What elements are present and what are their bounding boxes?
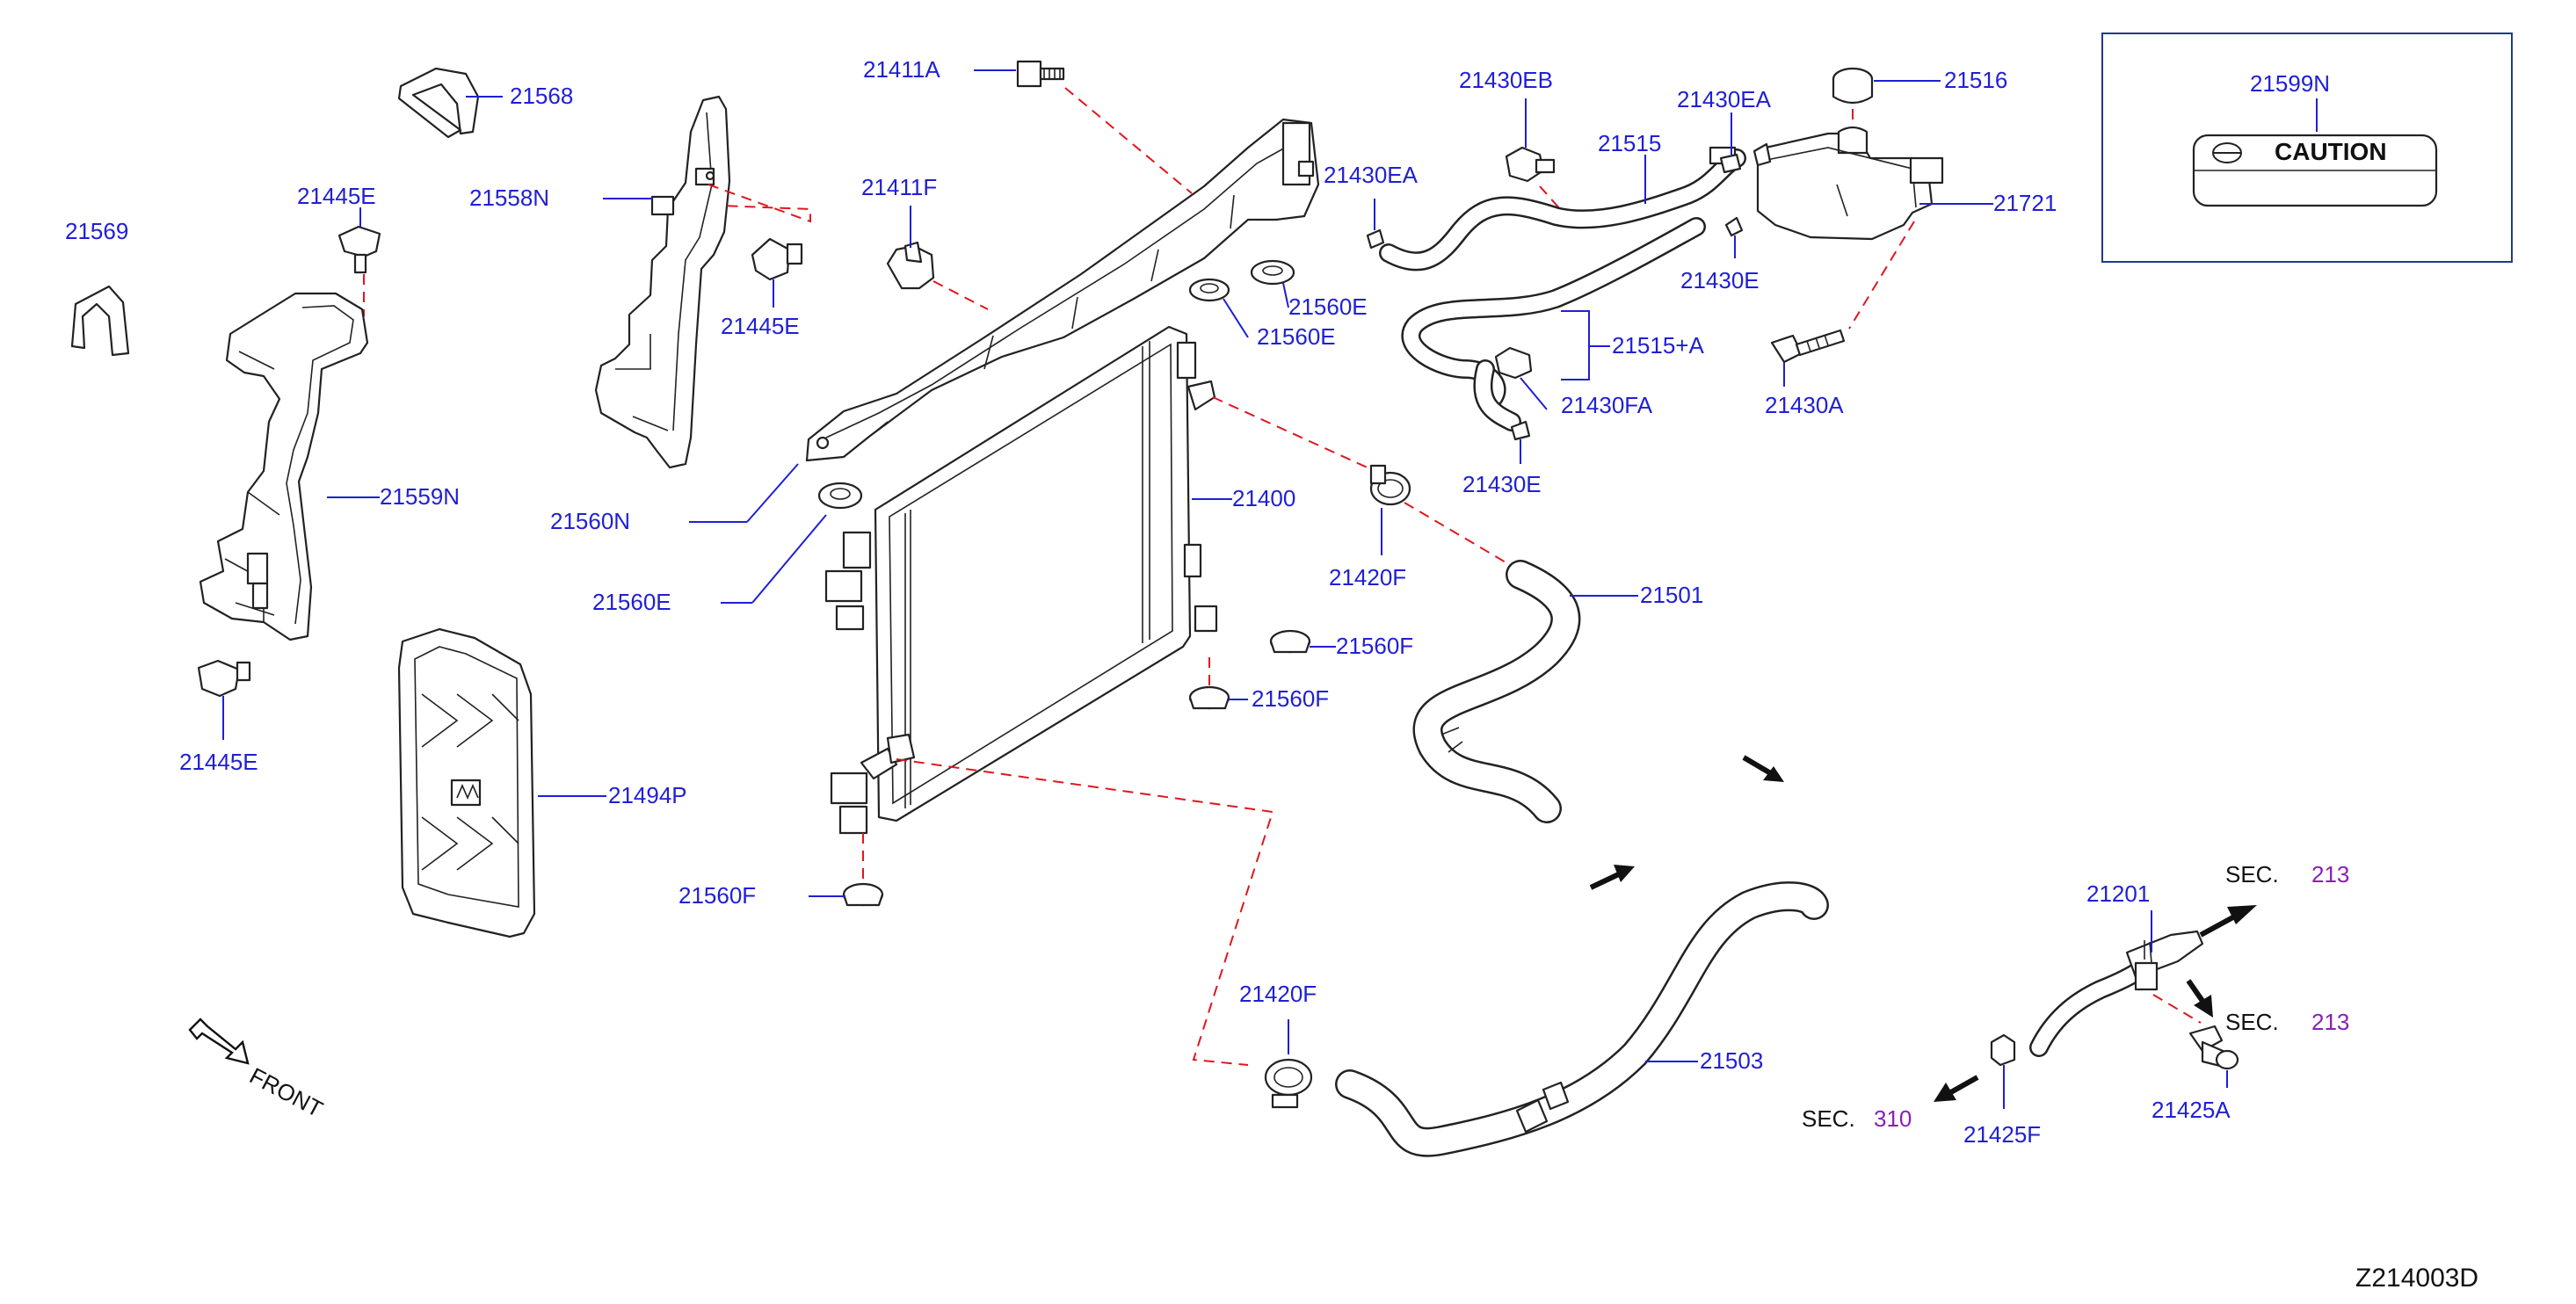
front-arrow-icon	[188, 1018, 250, 1065]
part-21569-seal	[70, 285, 130, 357]
front-label: FRONT	[245, 1062, 327, 1123]
part-21558N-bracket	[594, 95, 731, 469]
sec-label-top: SEC.	[2225, 861, 2279, 887]
sec-310: 310	[1874, 1105, 1912, 1132]
label-21560E-a: 21560E	[1288, 293, 1368, 320]
part-21559N-bracket	[199, 292, 369, 641]
label-21568: 21568	[510, 83, 573, 109]
caution-label-box: 21599N CAUTION	[2101, 33, 2513, 263]
sec-label-mid: SEC.	[2225, 1009, 2279, 1035]
label-21445E-low: 21445E	[179, 749, 258, 775]
flow-arrow-icon	[1742, 755, 1784, 782]
part-21501-hose	[1412, 560, 1581, 823]
label-21560F-c: 21560F	[678, 882, 756, 909]
part-21494P-air-guide	[397, 627, 536, 938]
part-21445E-clip-low	[197, 659, 251, 698]
part-21560F-grommet-a	[1269, 629, 1311, 654]
label-21560F-a: 21560F	[1336, 633, 1413, 659]
part-21430A-bolt	[1770, 329, 1846, 364]
flow-arrow-icon	[2199, 905, 2257, 938]
label-21430FA: 21430FA	[1561, 392, 1653, 418]
part-21430E-clip-low	[1510, 420, 1531, 441]
sec-213-top: 213	[2311, 861, 2349, 887]
flow-arrow-icon	[2186, 979, 2213, 1018]
part-21420F-clamp-top	[1369, 464, 1411, 506]
part-21560E-grommet-a	[1188, 278, 1230, 302]
caution-symbol-icon	[2212, 142, 2242, 163]
part-21568-seal	[397, 67, 480, 139]
part-21430E-clip-right	[1724, 216, 1744, 237]
label-21599N: 21599N	[2250, 70, 2330, 97]
part-21445E-clip-top	[337, 225, 381, 274]
part-21560F-grommet-b	[1188, 685, 1230, 710]
label-21559N: 21559N	[380, 483, 460, 510]
part-21420F-clamp-bot	[1264, 1058, 1313, 1109]
label-21558N: 21558N	[469, 185, 549, 211]
part-21411A-bolt	[1016, 60, 1065, 88]
label-21560N: 21560N	[550, 508, 630, 534]
label-21503: 21503	[1700, 1047, 1763, 1074]
label-21560F-b: 21560F	[1252, 685, 1329, 712]
flow-arrow-icon	[1934, 1075, 1979, 1102]
flow-arrow-icon	[1589, 865, 1635, 890]
label-21430EA-left: 21430EA	[1324, 162, 1419, 188]
part-upper-support-21560N	[805, 118, 1320, 462]
label-21494P: 21494P	[608, 782, 687, 808]
part-21560F-grommet-c	[842, 882, 884, 907]
label-21411F: 21411F	[861, 174, 937, 200]
label-21430EB: 21430EB	[1459, 67, 1553, 93]
part-21515-hoses	[1379, 146, 1746, 431]
label-21516: 21516	[1944, 67, 2007, 93]
label-21721: 21721	[1993, 190, 2057, 216]
part-21411F-clip	[886, 241, 935, 290]
label-21569: 21569	[65, 218, 128, 244]
diagram-code: Z214003D	[2355, 1264, 2478, 1293]
part-21430FA-clip	[1494, 346, 1533, 380]
label-21201: 21201	[2086, 880, 2150, 907]
sec-label-low: SEC.	[1802, 1105, 1855, 1132]
part-21400-radiator	[824, 325, 1218, 835]
label-21515-A: 21515+A	[1612, 332, 1704, 359]
part-21516-cap	[1832, 67, 1874, 105]
label-21501: 21501	[1640, 582, 1703, 608]
caution-text: CAUTION	[2275, 138, 2387, 165]
label-21430E-low: 21430E	[1462, 471, 1542, 497]
label-21560E-b: 21560E	[1257, 323, 1336, 350]
part-21721-reservoir-tank	[1752, 126, 1944, 241]
label-21400: 21400	[1232, 485, 1295, 511]
label-21425F: 21425F	[1963, 1121, 2041, 1148]
label-21430E-right: 21430E	[1680, 267, 1760, 293]
sec-213-mid: 213	[2311, 1009, 2349, 1035]
label-21420F-bot: 21420F	[1239, 981, 1317, 1007]
part-21430EA-clip-left	[1366, 228, 1385, 250]
part-21201-water-pipe	[2029, 930, 2204, 1057]
part-21560E-grommet-b	[1250, 259, 1295, 286]
part-21445E-clip-mid	[751, 237, 803, 281]
label-21430A: 21430A	[1765, 392, 1844, 418]
part-21425F-clip	[1990, 1033, 2016, 1067]
part-21560E-grommet-left	[817, 482, 863, 510]
part-21430EB-clip	[1505, 146, 1556, 183]
label-21515: 21515	[1598, 130, 1661, 156]
label-21411A: 21411A	[863, 56, 940, 83]
label-21445E-top: 21445E	[297, 183, 376, 209]
part-21503-hose	[1335, 881, 1829, 1157]
label-21420F-top: 21420F	[1329, 564, 1406, 590]
label-21425A: 21425A	[2152, 1097, 2231, 1123]
label-21560E-left: 21560E	[592, 589, 671, 615]
label-21430EA-top: 21430EA	[1677, 86, 1772, 112]
part-21430EA-clip-top	[1719, 153, 1742, 174]
part-21425A-bolt	[2188, 1025, 2239, 1070]
label-21445E-mid: 21445E	[721, 313, 800, 339]
